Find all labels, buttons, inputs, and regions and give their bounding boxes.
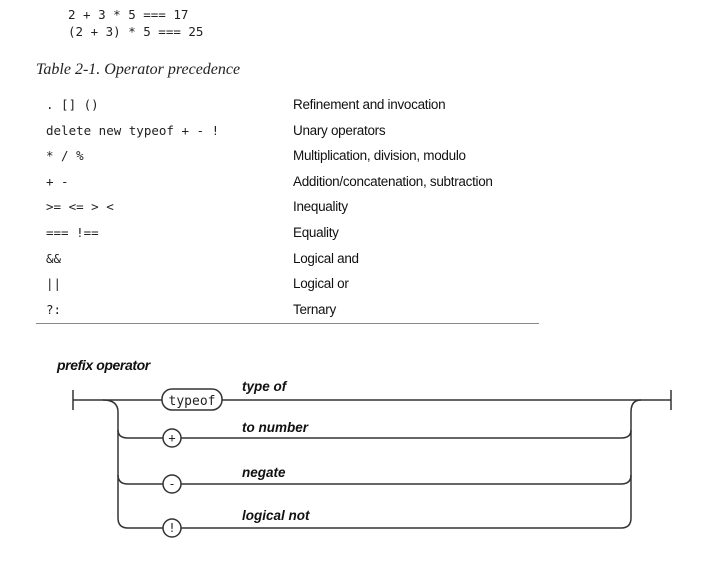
typeof-token-box: [161, 388, 223, 411]
description-cell: Inequality: [293, 199, 348, 215]
branch-token-minus: -: [168, 477, 175, 491]
not-token-circle: [162, 518, 182, 538]
code-line-1: 2 + 3 * 5 === 17: [68, 7, 189, 22]
description-cell: Unary operators: [293, 122, 386, 138]
table-row: >= <= > < Inequality: [36, 195, 539, 221]
branch-track-minus-right: [181, 474, 632, 485]
operator-cell: >= <= > <: [46, 199, 114, 215]
operator-cell: * / %: [46, 148, 84, 164]
branch-track-plus-left: [117, 429, 163, 439]
branch-track-plus-right: [181, 429, 632, 439]
operator-precedence-table: . [] () Refinement and invocation delete…: [36, 93, 539, 325]
operator-cell: . [] (): [46, 97, 99, 112]
left-rail: [102, 399, 129, 529]
description-cell: Addition/concatenation, subtraction: [293, 173, 493, 189]
table-row: && Logical and: [36, 247, 539, 273]
operator-cell: ||: [46, 276, 62, 292]
operator-cell: delete new typeof + - !: [46, 122, 220, 138]
diagram-title: prefix operator: [57, 357, 150, 373]
branch-label-minus: negate: [242, 465, 286, 480]
plus-token-circle: [162, 428, 182, 448]
railroad-diagram: typeof + - ! type of to number negate lo…: [72, 379, 672, 538]
description-cell: Equality: [293, 224, 339, 240]
code-line-2: (2 + 3) * 5 === 25: [68, 24, 204, 39]
table-row: ?: Ternary: [36, 298, 539, 324]
right-rail: [620, 399, 642, 529]
branch-label-typeof: type of: [242, 379, 288, 394]
branch-token-not: !: [168, 521, 175, 535]
code-example: 2 + 3 * 5 === 17 (2 + 3) * 5 === 25: [68, 6, 203, 40]
branch-track-minus-left: [117, 474, 163, 485]
description-cell: Refinement and invocation: [293, 97, 446, 112]
table-row: || Logical or: [36, 272, 539, 298]
table-row: . [] () Refinement and invocation: [36, 93, 539, 119]
branch-token-plus: +: [168, 431, 175, 445]
operator-cell: + -: [46, 173, 69, 189]
branch-label-not: logical not: [242, 508, 310, 523]
description-cell: Multiplication, division, modulo: [293, 148, 466, 164]
description-cell: Logical and: [293, 250, 359, 266]
branch-label-plus: to number: [242, 420, 309, 435]
operator-cell: ?:: [46, 301, 62, 317]
minus-token-circle: [162, 474, 182, 494]
operator-cell: === !==: [46, 224, 99, 240]
table-row: delete new typeof + - ! Unary operators: [36, 119, 539, 145]
table-caption: Table 2-1. Operator precedence: [36, 61, 241, 78]
description-cell: Logical or: [293, 276, 349, 292]
table-row: * / % Multiplication, division, modulo: [36, 144, 539, 170]
description-cell: Ternary: [293, 301, 336, 317]
table-row: === !== Equality: [36, 221, 539, 247]
operator-cell: &&: [46, 250, 62, 266]
table-row: + - Addition/concatenation, subtraction: [36, 170, 539, 196]
branch-token-typeof: typeof: [169, 394, 216, 409]
